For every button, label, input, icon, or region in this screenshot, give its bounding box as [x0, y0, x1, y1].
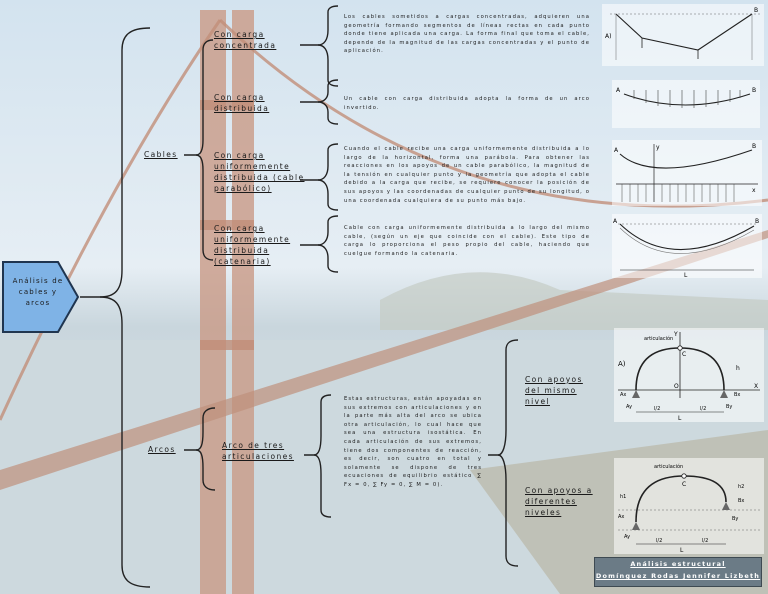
- svg-text:y: y: [656, 144, 660, 151]
- svg-text:C: C: [682, 351, 686, 358]
- root-node-label: Análisis de cables y arcos: [12, 277, 64, 307]
- arcos-label: Arcos: [148, 445, 176, 454]
- svg-text:Bx: Bx: [734, 392, 740, 398]
- svg-text:L: L: [678, 415, 682, 422]
- cables-label: Cables: [144, 150, 178, 159]
- svg-text:A: A: [614, 147, 619, 154]
- svg-text:A): A): [605, 33, 611, 40]
- fig-cable-parabolico: A B y x: [612, 140, 762, 206]
- footer-credit-box: Análisis estructural Domínguez Rodas Jen…: [594, 557, 762, 587]
- bracket-arcos: [184, 407, 216, 451]
- svg-text:l/2: l/2: [656, 538, 662, 544]
- svg-text:A): A): [618, 360, 626, 368]
- cable-item-concentrada: Con carga concentrada: [214, 30, 277, 50]
- cable-item-catenaria: Con carga uniformemente distribuida (cat…: [214, 224, 291, 266]
- svg-text:Bx: Bx: [738, 498, 744, 504]
- svg-text:l/2: l/2: [700, 406, 706, 412]
- fig-cable-concentrada: A) B: [602, 4, 764, 66]
- svg-text:h1: h1: [620, 494, 626, 500]
- desc-distribuida: Un cable con carga distribuida adopta la…: [344, 96, 590, 111]
- svg-text:Ay: Ay: [626, 404, 632, 410]
- footer-title: Análisis estructural: [630, 560, 726, 568]
- svg-text:Y: Y: [673, 331, 678, 338]
- bracket-root: [80, 27, 151, 298]
- root-node-shape: [2, 261, 80, 333]
- svg-text:x: x: [752, 187, 756, 194]
- svg-text:l/2: l/2: [702, 538, 708, 544]
- svg-text:articulación: articulación: [644, 335, 673, 342]
- svg-text:L: L: [680, 547, 684, 554]
- arco-sub-mismo-nivel: Con apoyos del mismo nivel: [525, 375, 583, 406]
- svg-text:B: B: [754, 7, 758, 14]
- bracket-cables: [184, 39, 214, 156]
- svg-text:By: By: [732, 516, 738, 522]
- svg-text:articulación: articulación: [654, 463, 683, 470]
- svg-text:C: C: [682, 481, 686, 488]
- svg-text:X: X: [754, 383, 758, 390]
- svg-text:B: B: [752, 143, 756, 150]
- desc-catenaria: Cable con carga uniformemente distribuid…: [344, 225, 590, 257]
- svg-text:Ay: Ay: [624, 534, 630, 540]
- fig-cable-distribuida: A B: [612, 80, 760, 128]
- svg-text:l/2: l/2: [654, 406, 660, 412]
- svg-text:B: B: [755, 218, 759, 225]
- fig-cable-catenaria: A B L: [612, 214, 762, 278]
- arco-sub-diferentes-niveles: Con apoyos a diferentes niveles: [525, 486, 593, 517]
- svg-text:O: O: [674, 383, 679, 390]
- svg-text:h2: h2: [738, 484, 744, 490]
- svg-text:A: A: [613, 218, 618, 225]
- svg-text:Ax: Ax: [620, 392, 626, 398]
- svg-text:L: L: [684, 272, 688, 278]
- svg-text:Ax: Ax: [618, 514, 624, 520]
- desc-arco: Estas estructuras, están apoyadas en sus…: [344, 396, 482, 488]
- desc-concentrada: Los cables sometidos a cargas concentrad…: [344, 14, 590, 55]
- svg-text:h: h: [736, 365, 740, 372]
- svg-text:A: A: [616, 87, 621, 94]
- cable-item-parabolico: Con carga uniformemente distribuida (cab…: [214, 151, 305, 193]
- svg-text:By: By: [726, 404, 732, 410]
- fig-arco-mismo-nivel: A) articulación Y C O X Ax Ay Bx By h l/…: [614, 328, 764, 422]
- fig-arco-diferentes-niveles: articulación C Ax Ay Bx By h1 h2 l/2 l/2…: [614, 458, 764, 554]
- arco-item-tres-articulaciones: Arco de tres articulaciones: [222, 441, 294, 461]
- desc-parabolico: Cuando el cable recibe una carga uniform…: [344, 146, 590, 204]
- svg-text:B: B: [752, 87, 756, 94]
- cable-item-distribuida: Con carga distribuida: [214, 93, 270, 113]
- footer-author: Domínguez Rodas Jennifer Lizbeth: [595, 572, 761, 580]
